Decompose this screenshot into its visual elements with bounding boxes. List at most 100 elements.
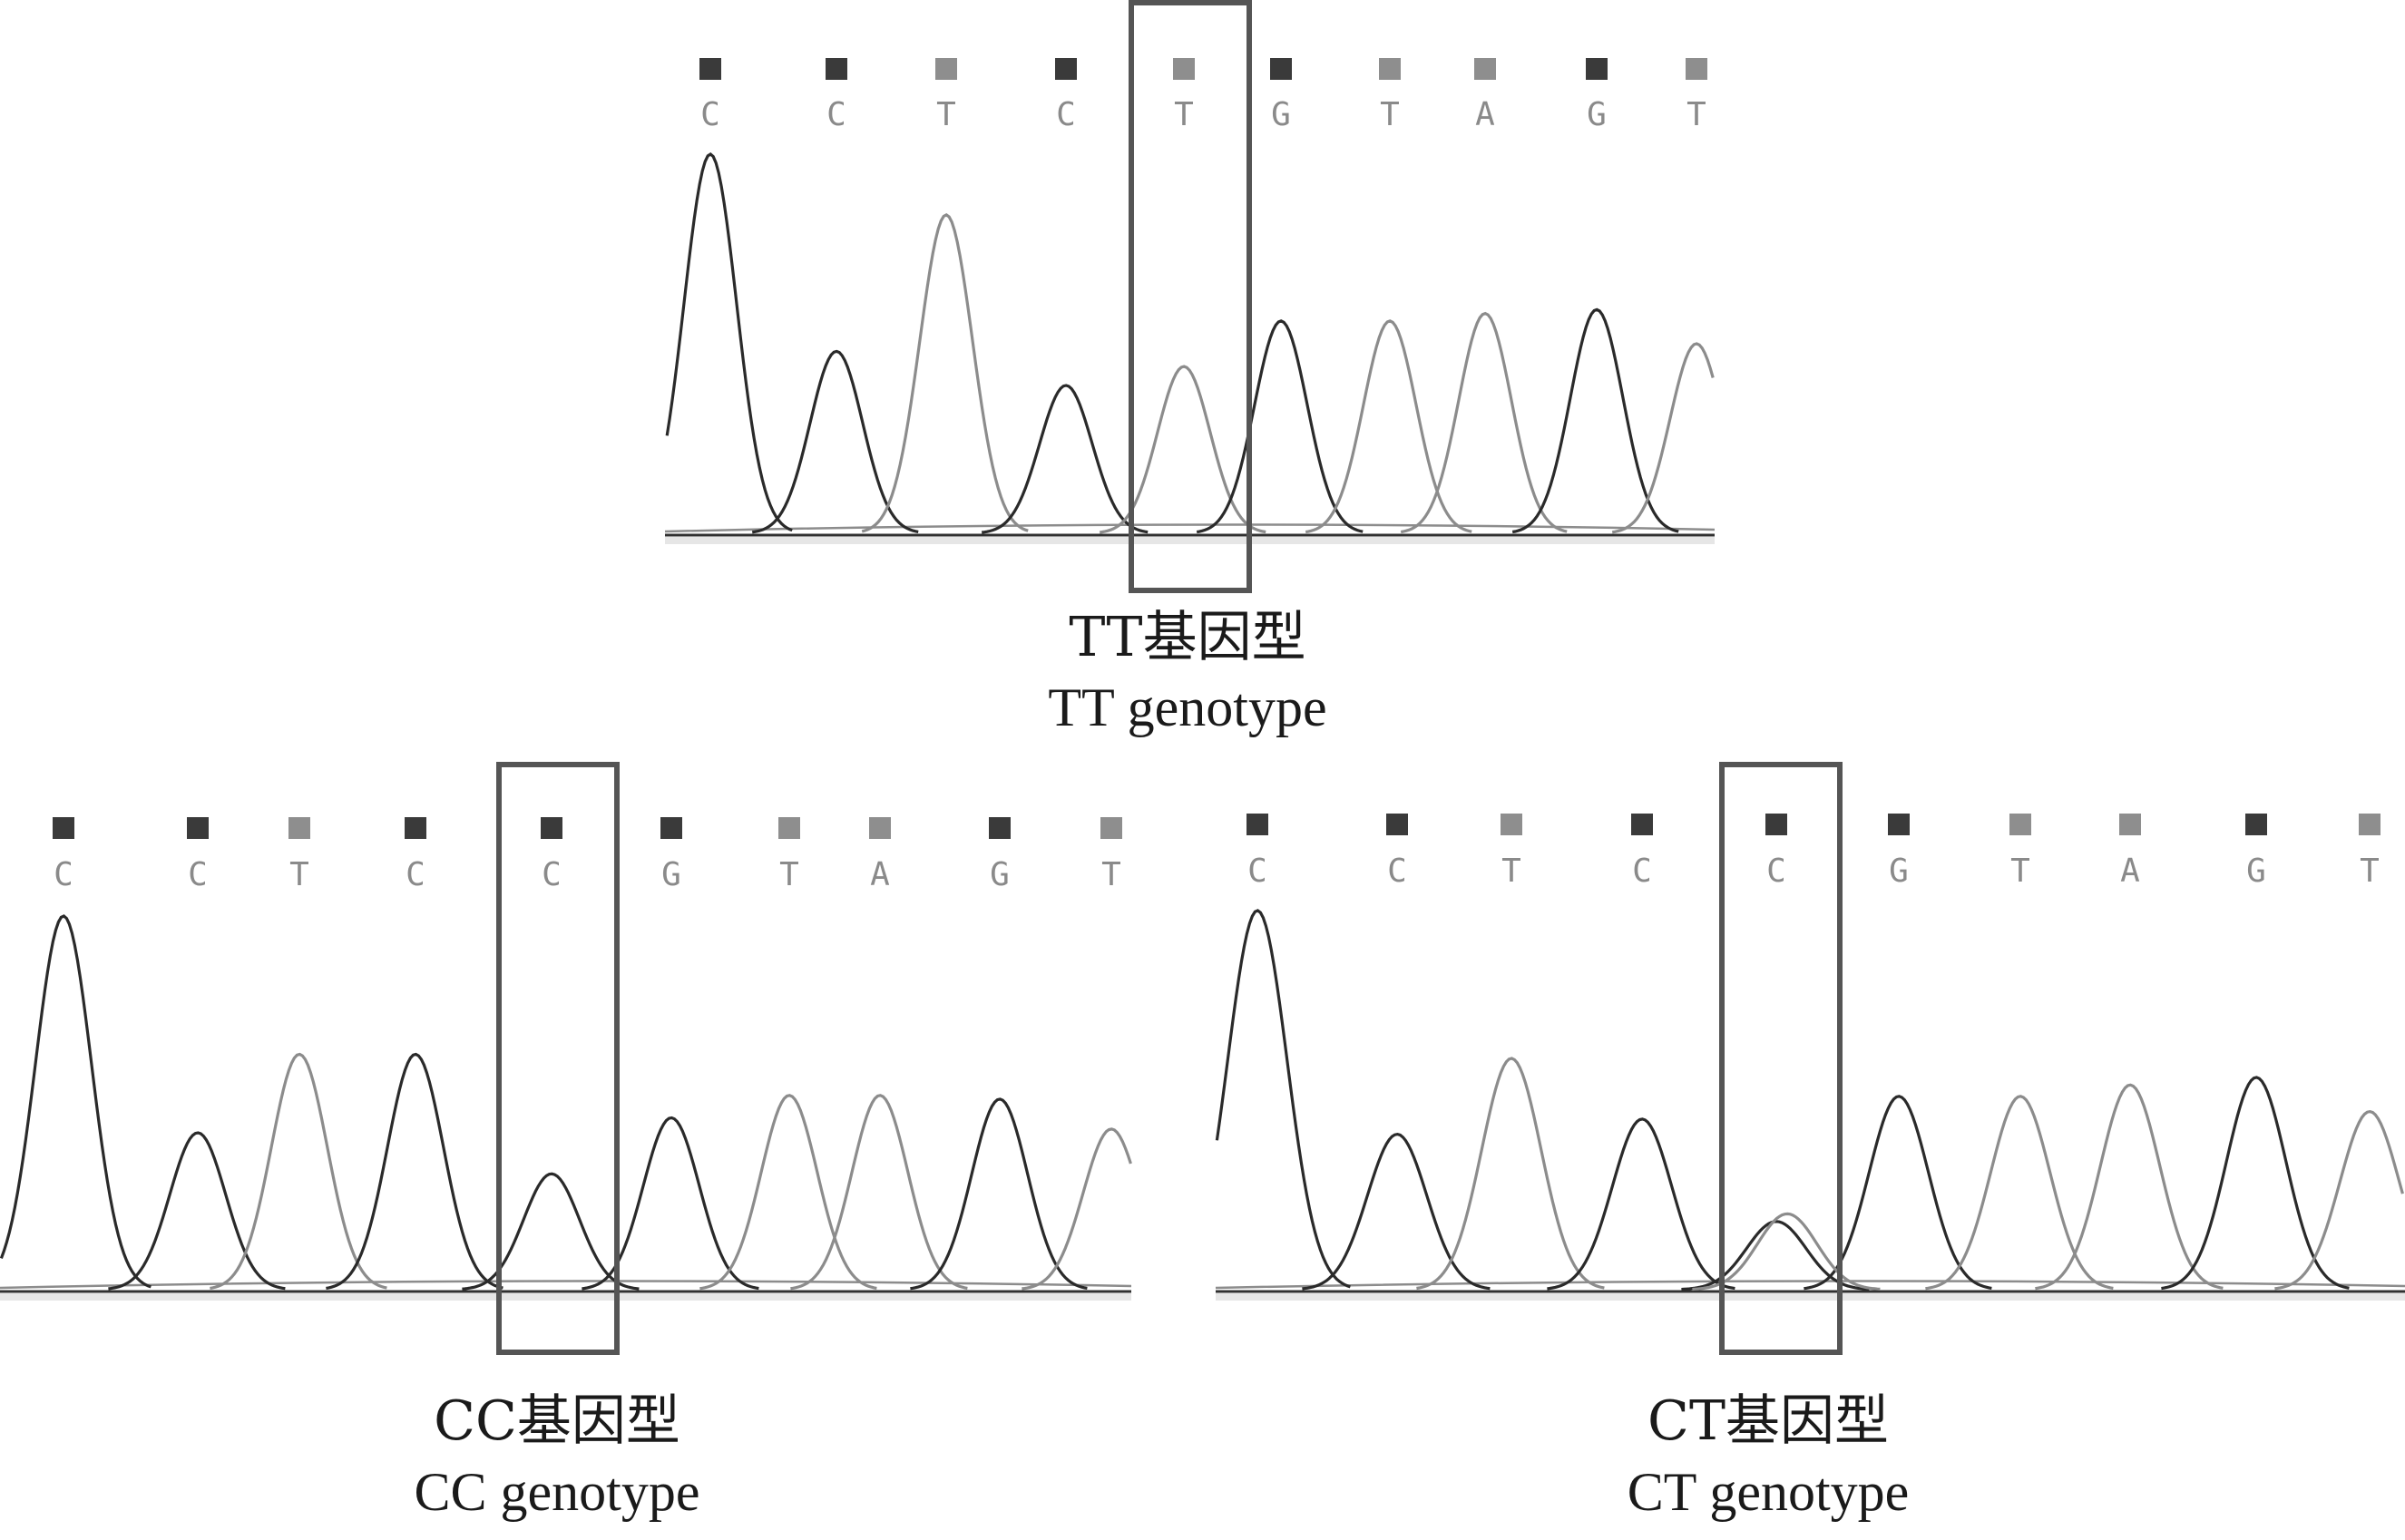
quality-marker xyxy=(1501,814,1522,835)
quality-marker xyxy=(53,817,74,839)
quality-marker xyxy=(1686,58,1707,80)
baseline-noise xyxy=(664,523,1716,533)
peak-a-7 xyxy=(2035,1083,2224,1291)
baseline-shadow xyxy=(665,537,1715,544)
base-call-label: C xyxy=(1632,853,1652,890)
peak-c-1 xyxy=(108,1131,286,1291)
peak-t-9 xyxy=(2274,1109,2404,1291)
quality-marker xyxy=(989,817,1011,839)
peak-t-9 xyxy=(1022,1127,1132,1291)
base-call-label: T xyxy=(289,856,309,893)
quality-marker xyxy=(1386,814,1408,835)
baseline-noise xyxy=(0,1280,1132,1290)
base-call-label: G xyxy=(661,856,681,893)
quality-marker xyxy=(405,817,426,839)
quality-marker xyxy=(541,817,562,839)
peak-c-3 xyxy=(1547,1117,1735,1291)
snp-highlight-box xyxy=(1129,0,1252,593)
quality-marker xyxy=(1055,58,1077,80)
tt-genotype-panel: C C T C T G T A G T TT基因型 TT genotype xyxy=(664,0,1716,737)
quality-marker xyxy=(1631,814,1653,835)
peak-g-8 xyxy=(2161,1076,2350,1291)
peak-t-6 xyxy=(1305,319,1472,534)
peak-t-6 xyxy=(699,1094,877,1291)
peak-a-7 xyxy=(790,1094,968,1291)
peak-t-9 xyxy=(1611,342,1715,534)
snp-highlight-box xyxy=(496,762,620,1355)
base-call-label: T xyxy=(1501,853,1521,890)
quality-marker xyxy=(1765,814,1787,835)
peak-t-2 xyxy=(1416,1057,1605,1291)
peak-c-1 xyxy=(1302,1132,1491,1291)
base-call-label: T xyxy=(2360,853,2380,890)
quality-marker xyxy=(187,817,209,839)
base-call-label: A xyxy=(2120,853,2140,890)
quality-marker xyxy=(1888,814,1910,835)
base-call-label: C xyxy=(54,856,73,893)
quality-marker xyxy=(1246,814,1268,835)
quality-marker xyxy=(826,58,847,80)
base-call-label: T xyxy=(1174,96,1194,133)
base-call-label: C xyxy=(826,96,846,133)
base-call-label: G xyxy=(1271,96,1291,133)
base-call-label: C xyxy=(542,856,562,893)
base-call-label: G xyxy=(1587,96,1607,133)
quality-marker xyxy=(2245,814,2267,835)
base-call-label: C xyxy=(1056,96,1076,133)
quality-marker xyxy=(935,58,957,80)
peak-t-2 xyxy=(861,213,1029,533)
quality-marker xyxy=(1379,58,1401,80)
quality-marker xyxy=(2009,814,2031,835)
quality-marker xyxy=(1270,58,1292,80)
quality-marker xyxy=(778,817,800,839)
quality-marker xyxy=(660,817,682,839)
base-call-label: G xyxy=(2246,853,2266,890)
peak-g-8 xyxy=(1511,307,1679,534)
quality-marker xyxy=(1586,58,1608,80)
peak-g-8 xyxy=(910,1097,1088,1291)
quality-marker xyxy=(699,58,721,80)
base-call-label: C xyxy=(188,856,208,893)
genotype-caption-cn: CT基因型 xyxy=(1647,1389,1889,1453)
genotype-caption-cn: TT基因型 xyxy=(1069,606,1305,669)
base-call-label: T xyxy=(1380,96,1400,133)
base-call-label: T xyxy=(2010,853,2030,890)
quality-marker xyxy=(1100,817,1122,839)
quality-marker xyxy=(2359,814,2381,835)
peak-c-0 xyxy=(0,914,152,1289)
baseline-shadow xyxy=(0,1293,1131,1301)
baseline-noise xyxy=(1215,1280,2405,1290)
base-call-label: G xyxy=(1889,853,1909,890)
quality-marker xyxy=(288,817,310,839)
base-call-label: A xyxy=(870,856,890,893)
base-call-label: A xyxy=(1475,96,1495,133)
base-call-label: C xyxy=(1766,853,1786,890)
base-call-label: C xyxy=(1247,853,1267,890)
peak-c-3 xyxy=(982,384,1149,534)
base-call-label: T xyxy=(1686,96,1706,133)
genotype-caption-cn: CC基因型 xyxy=(434,1389,680,1453)
base-call-label: C xyxy=(406,856,425,893)
snp-highlight-box xyxy=(1719,762,1843,1355)
genotype-caption-en: CT genotype xyxy=(1628,1462,1910,1522)
base-call-label: C xyxy=(700,96,720,133)
peak-c-1 xyxy=(751,349,919,534)
base-call-label: G xyxy=(990,856,1010,893)
base-call-label: C xyxy=(1387,853,1407,890)
peak-t-6 xyxy=(1925,1095,2114,1291)
peak-t-4 xyxy=(1099,365,1266,534)
quality-marker xyxy=(869,817,891,839)
genotype-caption-en: TT genotype xyxy=(1048,677,1326,737)
base-call-label: T xyxy=(779,856,799,893)
peak-a-7 xyxy=(1400,311,1568,534)
ct-genotype-panel: C C T C C G T A G T CT基因型 CT genotype xyxy=(1215,762,2405,1522)
genotype-caption-en: CC genotype xyxy=(415,1462,700,1522)
base-call-label: T xyxy=(1101,856,1121,893)
quality-marker xyxy=(2119,814,2141,835)
quality-marker xyxy=(1173,58,1195,80)
peak-c-0 xyxy=(665,152,793,532)
quality-marker xyxy=(1474,58,1496,80)
base-call-label: T xyxy=(936,96,956,133)
peak-c-3 xyxy=(326,1052,503,1290)
